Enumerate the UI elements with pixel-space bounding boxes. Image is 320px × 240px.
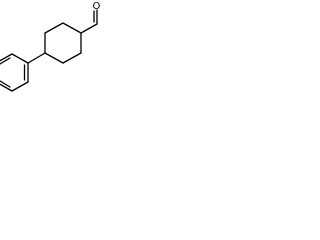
ring-bond (62, 52, 82, 64)
cyclohexane-ring (44, 22, 82, 64)
aldehyde-group: O (80, 1, 101, 34)
chemical-structure-diagram: O (0, 1, 101, 92)
ring-bond (44, 22, 64, 34)
ring-link-bond (27, 52, 46, 64)
structure-canvas: O (0, 0, 110, 98)
ring-bond (11, 81, 29, 92)
ring-bond (11, 53, 29, 64)
ring-bond (62, 22, 82, 34)
aromatic-double-bond (0, 57, 11, 65)
ring-bond (0, 83, 13, 92)
aromatic-double-bond (0, 80, 11, 88)
phenyl-ring (0, 53, 29, 92)
oxygen-atom-label: O (93, 1, 101, 12)
carbonyl-carbon-bond (80, 23, 98, 34)
ring-bond (44, 52, 64, 64)
ring-bond (0, 53, 13, 62)
